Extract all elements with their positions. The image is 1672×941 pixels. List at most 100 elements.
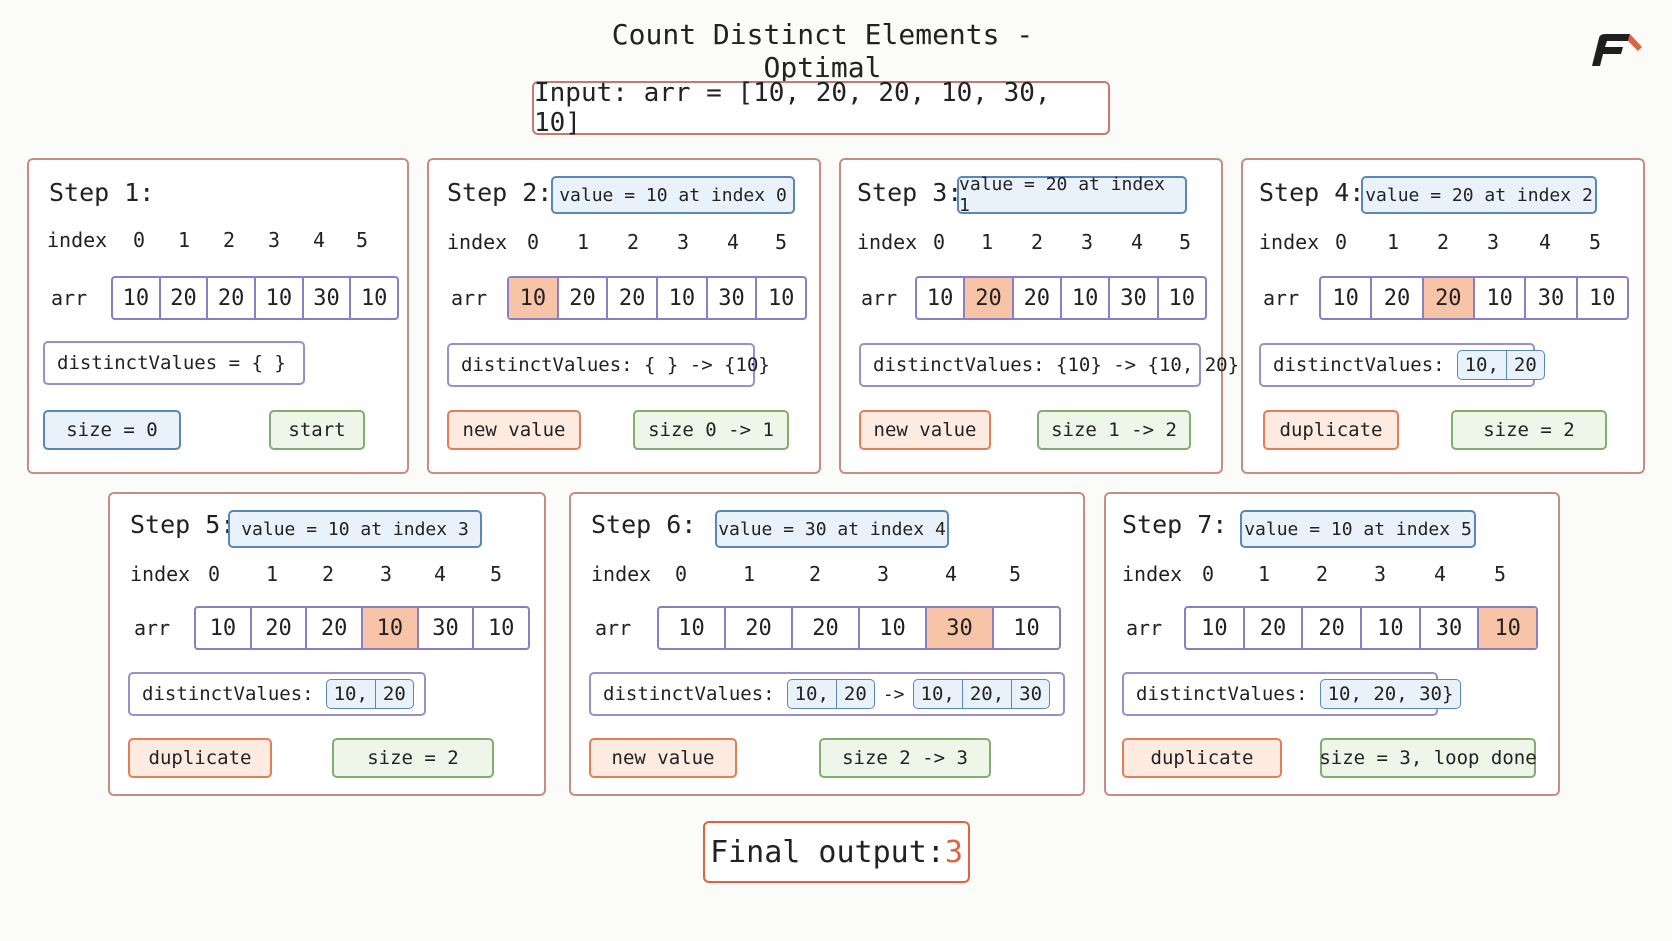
index-number: 3	[379, 562, 393, 586]
index-number: 4	[1433, 562, 1447, 586]
index-number: 5	[489, 562, 503, 586]
distinct-values-text: distinctValues:	[142, 683, 314, 705]
index-number: 3	[1486, 230, 1500, 254]
index-number: 2	[808, 562, 822, 586]
distinct-value-chip: 30	[1019, 683, 1043, 705]
array-cell: 20	[559, 278, 609, 318]
index-number: 0	[526, 230, 540, 254]
array-cell: 10	[487, 615, 515, 641]
index-number: 0	[1334, 230, 1348, 254]
status-tag: duplicate	[128, 738, 272, 778]
array-cell: 30	[1526, 278, 1578, 318]
current-value-tag: value = 30 at index 4	[715, 510, 949, 548]
index-number: 4	[312, 228, 326, 252]
distinct-value-chip: 10,	[1458, 351, 1507, 379]
distinct-values-box: distinctValues:10, 20, 30}	[1122, 672, 1462, 716]
status-tag: duplicate	[1122, 738, 1282, 778]
distinct-values-box: distinctValues:10,20	[1259, 343, 1545, 387]
array-cell: 20	[726, 608, 793, 648]
array-cell: 10	[1589, 285, 1616, 311]
distinct-values-text: distinctValues:	[1273, 354, 1445, 376]
array-cell: 10	[767, 285, 795, 311]
current-value-tag: value = 20 at index 2	[1361, 176, 1597, 214]
index-row-label: index	[447, 230, 508, 254]
array-cell: 10	[1186, 608, 1245, 648]
array-cell: 20	[161, 278, 209, 318]
index-number: 5	[1008, 562, 1022, 586]
brand-logo-icon	[1592, 34, 1642, 66]
status-tag: new value	[447, 410, 581, 450]
index-row-label: index	[1259, 230, 1320, 254]
index-number: 1	[265, 562, 279, 586]
array-cell: 20	[252, 608, 308, 648]
array-cell-current: 10	[363, 608, 419, 648]
current-value-tag: value = 10 at index 5	[1240, 510, 1476, 548]
distinct-values-text: distinctValues = { }	[57, 352, 286, 374]
index-number: 1	[576, 230, 590, 254]
index-number: 0	[932, 230, 946, 254]
index-row-label: index	[1122, 562, 1183, 586]
index-number: 2	[1030, 230, 1044, 254]
array-cell: 30	[708, 278, 758, 318]
step-title: Step 2:	[447, 178, 553, 207]
distinct-values-set: 10, 20, 30}	[1319, 679, 1462, 709]
distinct-value-chip: 10,	[327, 680, 376, 708]
array-cell: 20	[1245, 608, 1304, 648]
index-number: 2	[1436, 230, 1450, 254]
input-box: Input: arr = [10, 20, 20, 10, 30, 10]	[532, 78, 1110, 138]
distinct-value-chip: 20	[382, 683, 406, 705]
step-title: Step 1:	[49, 178, 155, 207]
distinct-values-box: distinctValues = { }	[43, 341, 305, 385]
index-number: 2	[321, 562, 335, 586]
final-output-label: Final output:	[710, 834, 945, 870]
index-number: 3	[1373, 562, 1387, 586]
index-number: 0	[1201, 562, 1215, 586]
distinct-values-box: distinctValues: {10} -> {10, 20}	[859, 343, 1239, 387]
final-output-value: 3	[944, 834, 963, 870]
distinct-value-chip: 20	[1513, 354, 1537, 376]
array-cell: 30	[1421, 608, 1480, 648]
array-cell: 10	[917, 278, 966, 318]
index-number: 3	[876, 562, 890, 586]
array-row-label: arr	[51, 286, 88, 310]
size-tag: size 2 -> 3	[819, 738, 991, 778]
current-value-tag: value = 10 at index 3	[228, 510, 482, 548]
array-cell: 10	[1321, 278, 1373, 318]
array-cell: 10	[196, 608, 252, 648]
array-row-label: arr	[134, 616, 171, 640]
array-cell: 20	[1372, 278, 1424, 318]
array-cell-current: 30	[927, 608, 994, 648]
index-number: 4	[726, 230, 740, 254]
distinct-values-set: 10,20	[786, 679, 875, 709]
array-cell: 10	[1062, 278, 1111, 318]
array-cell: 20	[793, 608, 860, 648]
index-number: 1	[980, 230, 994, 254]
index-number: 5	[774, 230, 788, 254]
index-number: 5	[1178, 230, 1192, 254]
index-number: 2	[626, 230, 640, 254]
distinct-values-set: 10,20	[1456, 350, 1545, 380]
index-number: 3	[267, 228, 281, 252]
size-tag: size 1 -> 2	[1037, 410, 1191, 450]
array-cell: 20	[608, 278, 659, 318]
index-number: 4	[1130, 230, 1144, 254]
distinct-value-chip: 10, 20, 30}	[1327, 683, 1454, 705]
array-cell: 30	[304, 278, 352, 318]
array-cell: 10	[860, 608, 927, 648]
distinct-values-text: distinctValues:	[603, 683, 775, 705]
step-title: Step 7:	[1122, 510, 1228, 539]
final-output: Final output: 3	[703, 821, 970, 883]
index-number: 1	[1386, 230, 1400, 254]
array-cell-current: 20	[1423, 278, 1475, 318]
distinct-value-chip: 10,	[788, 680, 837, 708]
